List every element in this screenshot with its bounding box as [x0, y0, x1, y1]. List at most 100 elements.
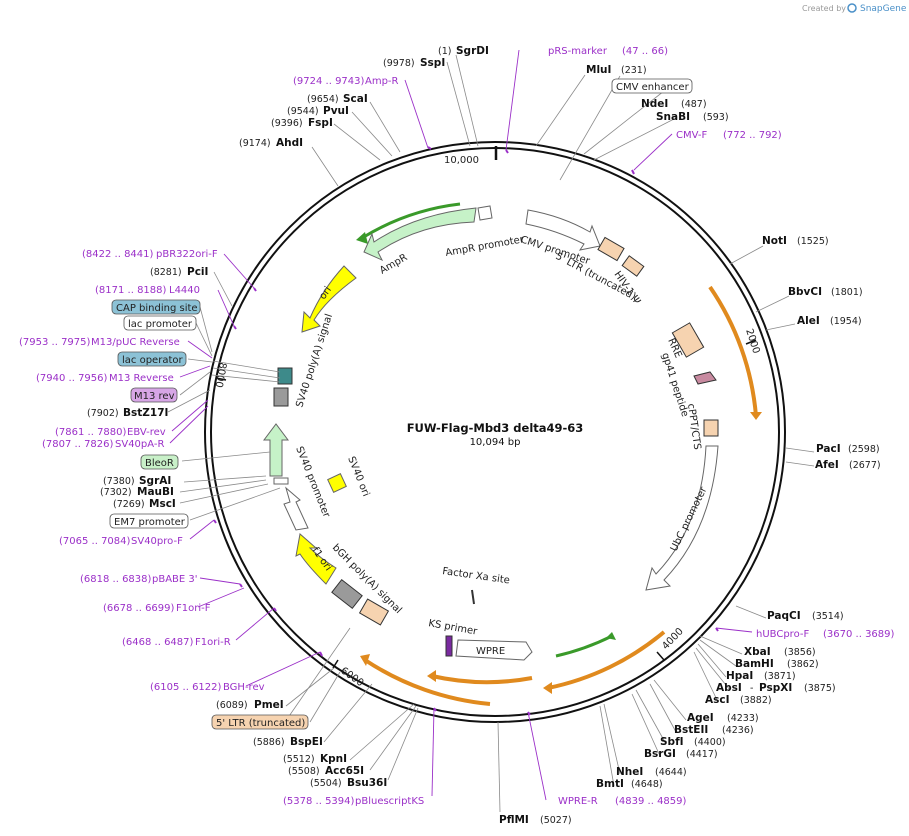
enzyme-pos: (231) — [621, 65, 647, 76]
boxed-label-5ltr-truncated: 5' LTR (truncated) — [211, 714, 309, 730]
feature-em7-small — [273, 477, 289, 485]
enzyme-name: NdeI — [641, 98, 668, 110]
enzyme-name: AfeI — [815, 459, 839, 471]
enzyme-name: BspEI — [290, 736, 323, 748]
enzyme-pos: (7380) — [103, 476, 135, 487]
primer-range: (4839 .. 4859) — [615, 796, 687, 807]
enzyme-pos: (3862) — [787, 659, 819, 670]
feature-grey-box-left — [273, 387, 289, 407]
enzyme-pos: (4644) — [655, 767, 687, 778]
primer-name: pBABE 3' — [152, 574, 198, 585]
primer-name: Amp-R — [365, 76, 399, 87]
primer-range: (7940 .. 7956) — [36, 373, 108, 384]
enzyme-pos: (593) — [703, 112, 729, 123]
primer-range: (6105 .. 6122) — [150, 682, 222, 693]
label-ampr: AmpR — [378, 252, 409, 276]
enzyme-name: ScaI — [343, 93, 368, 105]
feature-cppt — [703, 419, 719, 437]
enzyme-name: FspI — [308, 117, 333, 129]
enzyme-name: PaqCI — [767, 610, 801, 622]
enzyme-name: BamHI — [735, 658, 774, 670]
label-cppt: cPPT/CTS — [685, 403, 702, 451]
snapgene-logo-icon — [847, 3, 857, 13]
feature-ks-primer — [445, 635, 453, 657]
enzyme-name: PspXI — [759, 682, 792, 694]
tick-label-10000: 10,000 — [444, 155, 479, 166]
feature-sv40-polya — [277, 367, 293, 385]
enzyme-name: HpaI — [726, 670, 753, 682]
enzyme-name: SbfI — [660, 736, 684, 748]
label-factor-xa: Factor Xa site — [442, 566, 511, 586]
arrowhead-green-top — [356, 232, 368, 244]
enzyme-name: Acc65I — [325, 765, 364, 777]
enzyme-pos: (4648) — [631, 779, 663, 790]
arrowhead-green-bottom — [606, 632, 616, 640]
svg-text:M13 rev: M13 rev — [134, 391, 175, 402]
enzyme-pos: (9396) — [271, 118, 303, 129]
primer-name: SV40pA-R — [115, 439, 164, 450]
enzyme-name: PmeI — [254, 699, 284, 711]
enzyme-pos: (9654) — [307, 94, 339, 105]
primer-name: pRS-marker — [548, 46, 608, 57]
enzyme-name: MluI — [586, 64, 611, 76]
boxed-label-em7-promoter: EM7 promoter — [109, 513, 189, 529]
enzyme-name: PacI — [816, 443, 841, 455]
enzyme-pos: (1525) — [797, 236, 829, 247]
feature-factor-xa — [471, 589, 475, 605]
enzyme-pos: (2598) — [848, 444, 880, 455]
enzyme-name: SgrDI — [456, 45, 489, 57]
enzyme-pos: (4233) — [727, 713, 759, 724]
feature-ltr-box-1 — [597, 236, 625, 262]
primer-range: (8422 .. 8441) — [82, 249, 154, 260]
tick-label-2000: 2000 — [743, 328, 761, 356]
enzyme-name: XbaI — [744, 646, 771, 658]
arrowhead-orange-bottom-left — [360, 654, 370, 666]
primer-range: (5378 .. 5394) — [283, 796, 355, 807]
label-wpre: WPRE — [476, 646, 505, 657]
enzyme-name: MauBI — [137, 486, 174, 498]
feature-bleor — [263, 423, 289, 477]
enzyme-name: PflMI — [499, 814, 529, 826]
feature-f1-ori — [295, 533, 337, 585]
feature-wpre — [455, 639, 533, 661]
boxed-label-lac-promoter: lac promoter — [123, 315, 197, 331]
enzyme-pos: (3871) — [764, 671, 796, 682]
boxed-label-m13-rev: M13 rev — [130, 387, 178, 403]
feature-orange-arc-bottom-right — [547, 630, 666, 690]
primer-range: (7861 .. 7880) — [55, 427, 127, 438]
enzyme-pos: (3875) — [804, 683, 836, 694]
enzyme-pos: (5512) — [283, 754, 315, 765]
feature-ampr-promoter — [477, 205, 493, 221]
primer-name: SV40pro-F — [131, 536, 183, 547]
boxed-label-cap-binding-site: CAP binding site — [111, 299, 201, 315]
feature-rre — [671, 322, 705, 358]
svg-text:lac operator: lac operator — [122, 355, 183, 366]
enzyme-name: BstEII — [674, 724, 708, 736]
enzyme-name: PciI — [187, 266, 208, 278]
enzyme-pos: (5886) — [253, 737, 285, 748]
enzyme-pos: (1801) — [831, 287, 863, 298]
enzyme-pos: (7902) — [87, 408, 119, 419]
enzyme-name: SspI — [420, 57, 445, 69]
enzyme-pos: (4400) — [694, 737, 726, 748]
arrowhead-orange-bottom — [427, 670, 436, 682]
enzyme-name: BbvCI — [788, 286, 822, 298]
label-sv40-ori: SV40 ori — [345, 455, 371, 498]
primer-range: (8171 .. 8188) — [95, 285, 167, 296]
plasmid-name: FUW-Flag-Mbd3 delta49-63 — [407, 421, 584, 435]
feature-green-arc-top — [361, 202, 461, 240]
enzyme-pos: (4236) — [722, 725, 754, 736]
tick-label-6000: 6000 — [338, 665, 365, 689]
enzyme-name: AleI — [797, 315, 820, 327]
boxed-label-lac-operator: lac operator — [117, 351, 187, 367]
enzyme-separator: - — [750, 683, 753, 694]
enzyme-name: AhdI — [276, 137, 303, 149]
enzyme-pos: (9174) — [239, 138, 271, 149]
primer-range: (47 .. 66) — [622, 46, 668, 57]
enzyme-name: SnaBI — [656, 111, 690, 123]
enzyme-pos: (3882) — [740, 695, 772, 706]
enzyme-pos: (2677) — [849, 460, 881, 471]
enzyme-name: PvuI — [323, 105, 349, 117]
enzyme-name: AscI — [705, 694, 730, 706]
enzyme-pos: (7269) — [113, 499, 145, 510]
